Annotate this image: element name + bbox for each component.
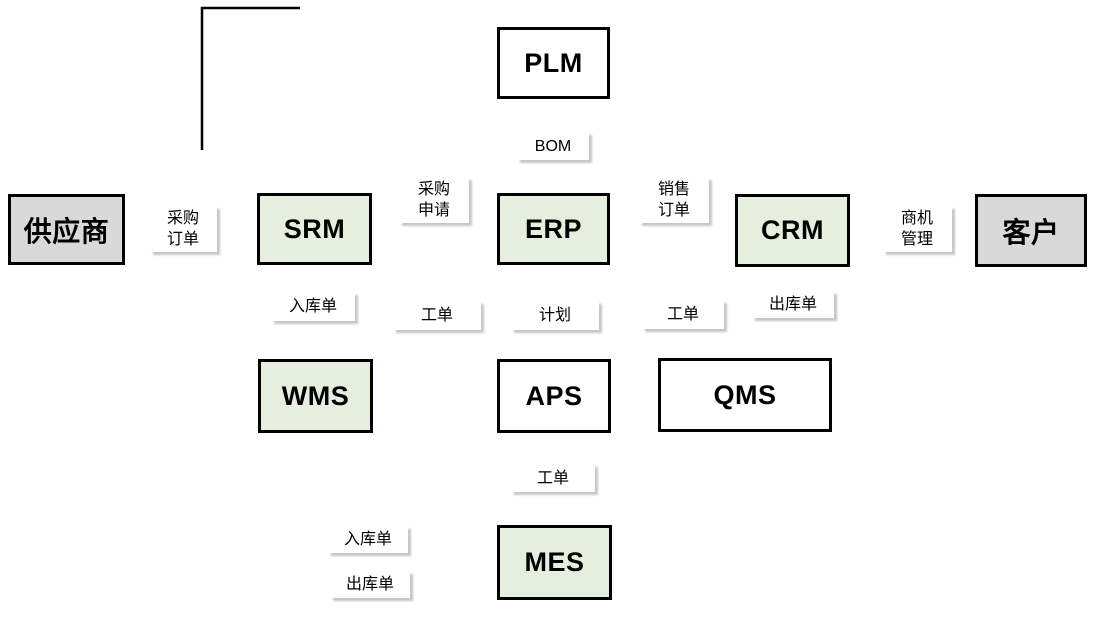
edge-label-outbound-qms-crm: 出库单 [752,290,834,318]
edge-label-purchase-order: 采购 订单 [149,206,217,252]
node-crm-label: CRM [761,215,824,245]
node-supplier: 供应商 [8,194,125,265]
node-srm-label: SRM [283,213,346,244]
edge-label-bom: BOM [517,132,589,160]
edge-label-outbound-wms-mes: 出库单 [330,570,410,598]
node-crm: CRM [735,194,850,267]
outer-frame [200,6,300,150]
edge-label-workorder-qms-erp: 工单 [642,299,724,329]
node-erp: ERP [497,193,610,265]
node-qms-label: QMS [713,379,777,410]
node-customer-label: 客户 [1002,216,1060,248]
edge-label-opportunity-mgmt: 商机 管理 [882,206,952,252]
edge-label-inbound-srm-wms: 入库单 [271,291,355,321]
node-supplier-label: 供应商 [23,215,110,247]
node-aps-label: APS [525,380,583,411]
edge-label-workorder-erp-wms: 工单 [393,300,481,330]
node-plm: PLM [497,27,610,99]
node-mes-label: MES [524,547,585,577]
connector-layer [200,6,300,150]
node-wms: WMS [258,359,373,433]
node-qms: QMS [658,358,832,432]
node-aps: APS [497,359,611,433]
edge-label-purchase-request: 采购 申请 [399,177,469,223]
node-plm-label: PLM [524,47,583,78]
node-erp-label: ERP [524,213,583,244]
edge-label-sales-order: 销售 订单 [639,177,709,223]
node-customer: 客户 [975,194,1087,267]
edge-label-inbound-wms-mes: 入库单 [328,525,408,553]
node-wms-label: WMS [281,380,350,411]
node-mes: MES [497,525,612,600]
edge-label-plan-erp-aps: 计划 [511,300,599,330]
edge-label-workorder-aps-mes: 工单 [511,464,595,492]
node-srm: SRM [257,193,372,265]
